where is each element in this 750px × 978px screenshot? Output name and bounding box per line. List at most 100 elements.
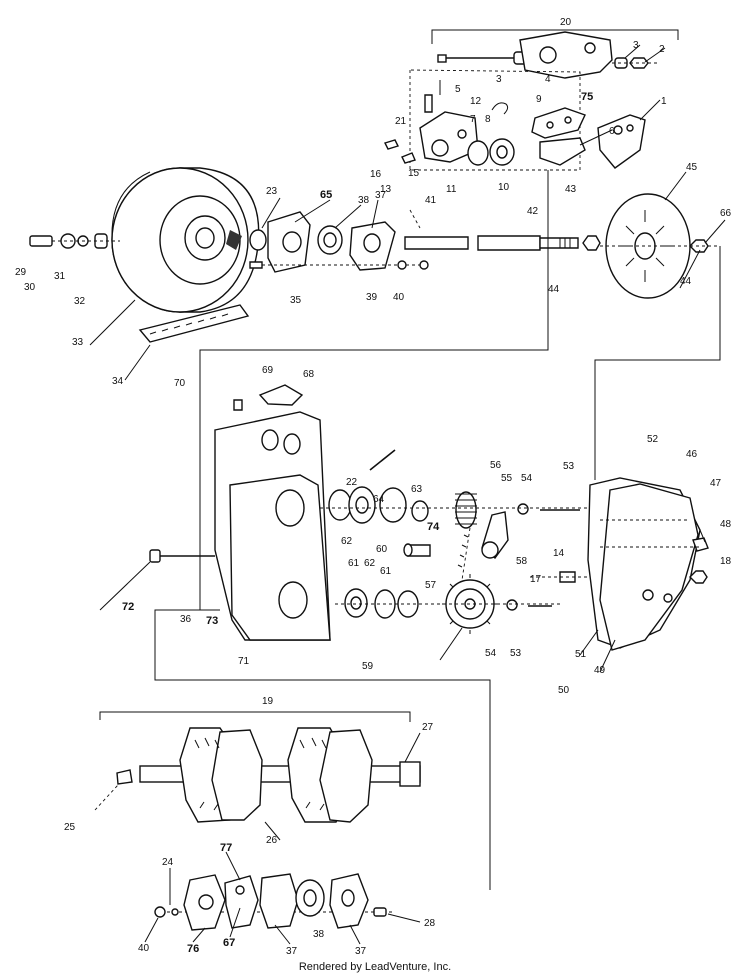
lower-sprocket-row [335, 543, 700, 634]
callout-label: 36 [180, 614, 192, 625]
callout-label: 5 [455, 84, 461, 95]
callout-label: 44 [680, 276, 692, 287]
callout-label: 54 [521, 473, 533, 484]
callout-label: 54 [485, 648, 497, 659]
callout-label: 56 [490, 460, 502, 471]
callout-label: 22 [346, 477, 358, 488]
callout-label: 21 [395, 116, 407, 127]
callout-label: 41 [425, 195, 437, 206]
callout-label: 17 [530, 574, 542, 585]
callout-label: 67 [223, 937, 235, 949]
callout-label: 39 [366, 292, 378, 303]
track-drive-assembly [94, 711, 421, 823]
callout-label: 69 [262, 365, 274, 376]
callout-label: 61 [348, 558, 360, 569]
callout-label: 74 [427, 521, 440, 533]
drive-pulley [111, 167, 260, 313]
bearing-row-upper [249, 211, 430, 273]
callout-label: 6 [609, 126, 615, 137]
callout-label: 73 [206, 615, 218, 627]
callout-label: 14 [553, 548, 565, 559]
callout-label: 61 [380, 566, 392, 577]
callout-label: 38 [313, 929, 325, 940]
callout-label: 34 [112, 376, 124, 387]
callout-label: 43 [565, 184, 577, 195]
callout-label: 8 [485, 114, 491, 125]
callout-label: 42 [527, 206, 539, 217]
callout-label: 44 [548, 284, 560, 295]
callout-label: 70 [174, 378, 186, 389]
callout-label: 76 [187, 943, 199, 955]
callout-label: 62 [341, 536, 353, 547]
callout-label: 24 [162, 857, 174, 868]
callout-label: 35 [290, 295, 302, 306]
callout-label: 48 [720, 519, 732, 530]
callout-label: 27 [422, 722, 434, 733]
callout-label: 58 [516, 556, 528, 567]
callout-label: 65 [320, 189, 332, 201]
callout-label: 12 [470, 96, 482, 107]
callout-label: 37 [355, 946, 367, 957]
callout-label: 64 [373, 494, 385, 505]
callout-label: 26 [266, 835, 278, 846]
callout-label: 9 [536, 94, 542, 105]
callout-labels: 20 3 2 3 4 5 1 75 9 12 6 7 8 21 16 13 15… [15, 17, 732, 957]
callout-label: 47 [710, 478, 722, 489]
callout-label: 53 [510, 648, 522, 659]
callout-label: 45 [686, 162, 698, 173]
callout-label: 37 [286, 946, 298, 957]
callout-label: 57 [425, 580, 437, 591]
callout-label: 60 [376, 544, 388, 555]
callout-label: 77 [220, 842, 232, 854]
callout-label: 50 [558, 685, 570, 696]
brake-disc [600, 193, 720, 299]
callout-label: 53 [563, 461, 575, 472]
callout-label: 20 [560, 17, 572, 28]
callout-label: 23 [266, 186, 278, 197]
top-bracket-assembly [384, 29, 679, 171]
callout-label: 28 [424, 918, 436, 929]
callout-label: 7 [470, 114, 476, 125]
callout-label: 59 [362, 661, 374, 672]
callout-label: 10 [498, 182, 510, 193]
drive-belt [138, 304, 250, 343]
callout-label: 66 [720, 208, 732, 219]
chaincase-housing [214, 384, 331, 641]
callout-label: 18 [720, 556, 732, 567]
callout-label: 31 [54, 271, 66, 282]
callout-label: 68 [303, 369, 315, 380]
callout-label: 19 [262, 696, 274, 707]
callout-label: 1 [661, 96, 667, 107]
callout-label: 72 [122, 601, 134, 613]
callout-label: 63 [411, 484, 423, 495]
callout-label: 40 [393, 292, 405, 303]
callout-label: 4 [545, 74, 551, 85]
callout-label: 15 [408, 168, 420, 179]
upper-sprocket-row [320, 449, 590, 559]
footer-credit: Rendered by LeadVenture, Inc. [298, 961, 452, 973]
callout-label: 38 [358, 195, 370, 206]
pulley-hardware-stack [29, 233, 120, 249]
bearing-row-lower [154, 868, 395, 931]
callout-label: 46 [686, 449, 698, 460]
callout-label: 52 [647, 434, 659, 445]
callout-label: 75 [581, 91, 593, 103]
callout-label: 49 [594, 665, 606, 676]
callout-label: 25 [64, 822, 76, 833]
leader-lines [89, 44, 726, 945]
callout-label: 62 [364, 558, 376, 569]
callout-label: 16 [370, 169, 382, 180]
callout-label: 29 [15, 267, 27, 278]
callout-label: 13 [380, 184, 392, 195]
callout-label: 40 [138, 943, 150, 954]
callout-label: 33 [72, 337, 84, 348]
long-bolt [149, 549, 215, 563]
callout-label: 55 [501, 473, 513, 484]
callout-label: 3 [633, 40, 639, 51]
callout-label: 32 [74, 296, 86, 307]
callout-label: 11 [446, 184, 457, 195]
chaincase-cover [587, 477, 709, 651]
callout-label: 71 [238, 656, 250, 667]
jackshaft [404, 209, 601, 251]
